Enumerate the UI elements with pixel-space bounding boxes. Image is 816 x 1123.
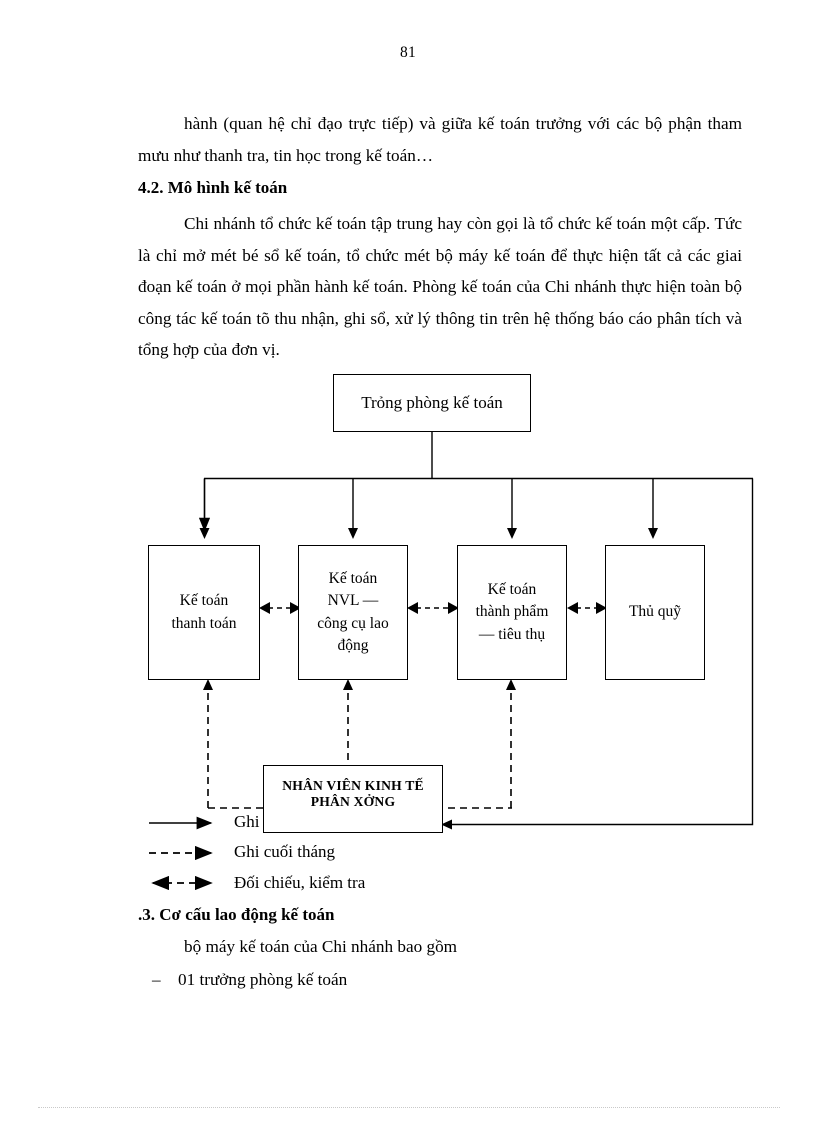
legend-label-ghi: Ghi (234, 812, 260, 831)
node-label: Trỏng phòng kế toán (361, 392, 503, 412)
paragraph-accounting-model: Chi nhánh tổ chức kế toán tập trung hay … (138, 208, 742, 366)
paragraph-text: hành (quan hệ chỉ đạo trực tiếp) và giữa… (138, 114, 742, 165)
text-01-truong-phong-ke-toan: 01 trưởng phòng kế toán (178, 970, 348, 989)
bullet-dash: – (152, 970, 161, 989)
footer-rule (38, 1107, 780, 1108)
node-thu-quy: Thủ quỹ (605, 545, 705, 680)
text-bo-may-ke-toan: bộ máy kế toán của Chi nhánh bao gồm (184, 937, 458, 956)
page-number: 81 (399, 44, 417, 61)
legend-label-doi-chieu-kiem-tra: Đối chiếu, kiểm tra (234, 873, 366, 892)
heading-section-3: .3. Cơ cấu lao động kế toán (138, 905, 335, 924)
paragraph-text: Chi nhánh tổ chức kế toán tập trung hay … (138, 214, 742, 359)
node-truong-phong-ke-toan: Trỏng phòng kế toán (333, 374, 531, 432)
legend-arrows (149, 816, 213, 891)
heading-section-4-2: 4.2. Mô hình kế toán (138, 178, 288, 197)
paragraph-intro: hành (quan hệ chỉ đạo trực tiếp) và giữa… (138, 108, 742, 171)
legend-label-ghi-cuoi-thang: Ghi cuối tháng (234, 842, 336, 861)
node-label: Thủ quỹ (628, 603, 682, 621)
